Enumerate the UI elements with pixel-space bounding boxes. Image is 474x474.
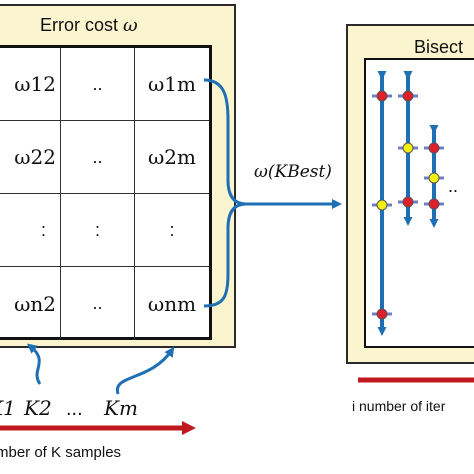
matrix-cell-dots: .. xyxy=(61,121,135,194)
iterations-axis-label: i number of iter xyxy=(352,398,446,414)
matrix-cell-w12: ω12 xyxy=(0,48,61,121)
sample-k1: K1 xyxy=(0,396,16,420)
error-cost-title-text: Error cost xyxy=(40,15,124,35)
samples-axis-label: mber of K samples xyxy=(0,444,122,461)
matrix-cell-w1m: ω1m xyxy=(135,48,209,121)
sample-k2: K2 xyxy=(24,396,52,420)
error-cost-title: Error cost ω xyxy=(40,15,138,36)
km-arrow xyxy=(115,346,175,395)
point-red xyxy=(402,90,414,102)
bisection-title: Bisect xyxy=(414,37,464,57)
error-cost-matrix: ω12 .. ω1m ω22 .. ω2m : : : ωn2 .. ωnm xyxy=(0,45,212,340)
point-red xyxy=(402,196,414,208)
point-red xyxy=(376,90,388,102)
matrix-cell-wnm: ωnm xyxy=(147,291,197,316)
sample-km: Km xyxy=(104,396,138,420)
error-cost-omega: ω xyxy=(123,15,138,36)
sample-ellipsis: ... xyxy=(66,398,83,420)
matrix-cell-vdots: : xyxy=(135,194,209,267)
point-yellow xyxy=(428,172,440,184)
point-red xyxy=(428,198,440,210)
point-red xyxy=(428,142,440,154)
point-red xyxy=(376,308,388,320)
bracket-curve xyxy=(203,78,247,308)
matrix-cell-dots: .. xyxy=(61,267,135,340)
k2-arrow xyxy=(26,343,42,385)
matrix-cell-vdots: : xyxy=(61,194,135,267)
matrix-cell-wn2: ωn2 xyxy=(0,267,61,340)
kbest-label: ω(KBest) xyxy=(254,162,332,182)
matrix-cell-w2m: ω2m xyxy=(135,121,209,194)
point-yellow xyxy=(376,199,388,211)
point-yellow xyxy=(402,142,414,154)
matrix-cell-dots: .. xyxy=(61,48,135,121)
matrix-cell-w22: ω22 xyxy=(0,121,61,194)
matrix-cell-vdots: : xyxy=(0,194,61,267)
bisection-points xyxy=(376,90,440,320)
right-dots: .. xyxy=(448,176,459,196)
